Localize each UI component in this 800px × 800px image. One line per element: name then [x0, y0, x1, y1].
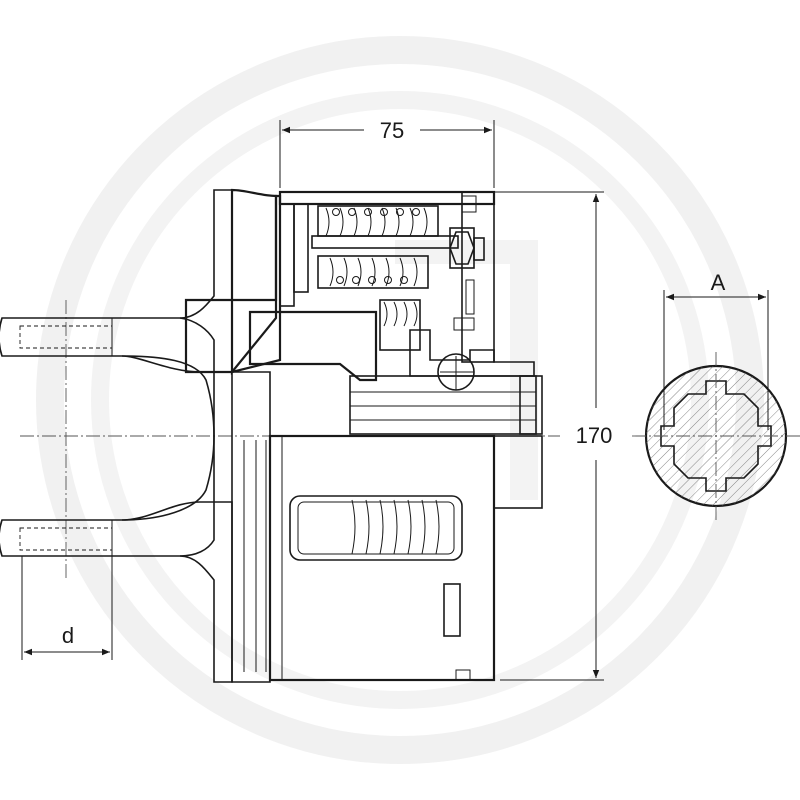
- spline-profile: [632, 352, 800, 520]
- dim-label-170: 170: [576, 423, 613, 448]
- detent-ball: [437, 353, 475, 391]
- clutch-housing-section: [184, 190, 543, 435]
- pressure-springs: [317, 205, 439, 351]
- dimension-75: 75: [279, 118, 495, 188]
- dim-label-75: 75: [380, 118, 404, 143]
- dimension-a: A: [663, 270, 769, 430]
- dim-label-d: d: [62, 623, 74, 648]
- dimension-170: 170: [494, 191, 613, 681]
- dimension-d: d: [21, 556, 113, 660]
- dim-label-a: A: [711, 270, 726, 295]
- clutch-housing-exterior: [268, 434, 543, 682]
- g-logo-watermark: [36, 36, 764, 764]
